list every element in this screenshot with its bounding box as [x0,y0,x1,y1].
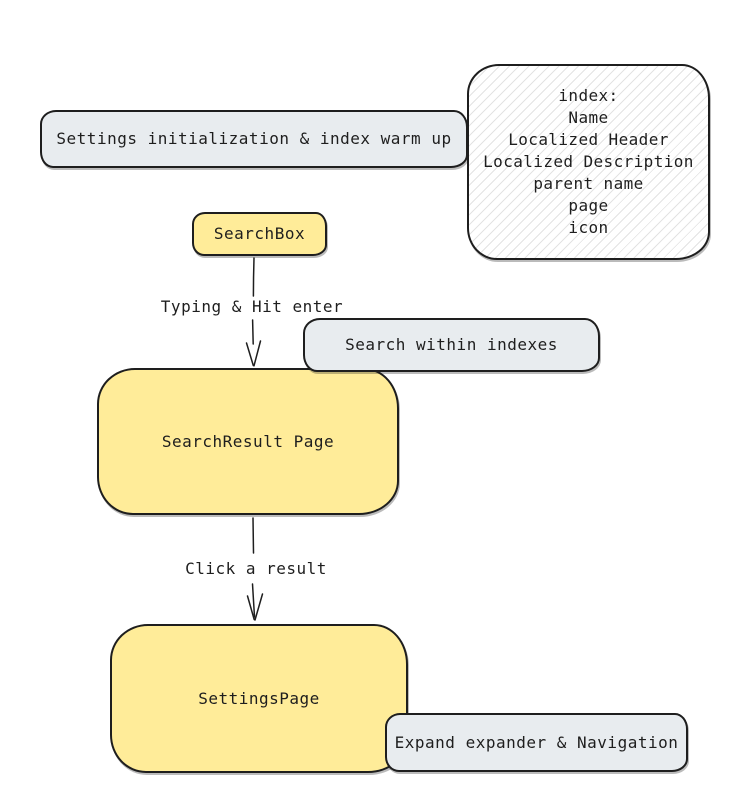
node-index-fields-note: index: Name Localized Header Localized D… [467,64,710,260]
index-field-line: icon [568,218,609,237]
node-searchresult-page-label: SearchResult Page [161,431,335,451]
node-searchresult-page: SearchResult Page [97,368,399,515]
node-settings-initialization: Settings initialization & index warm up [40,110,468,168]
index-field-line: Localized Header [508,130,669,149]
node-expand-expander-navigation-label: Expand expander & Navigation [394,732,679,752]
edge-label-typing-hit-enter: Typing & Hit enter [160,297,344,316]
node-searchbox: SearchBox [192,212,327,256]
node-settingspage-label: SettingsPage [198,688,320,708]
node-settings-initialization-label: Settings initialization & index warm up [56,129,452,148]
index-field-line: index: [558,86,619,105]
edge-label-click-a-result: Click a result [185,559,327,578]
index-field-line: page [568,196,609,215]
node-searchbox-label: SearchBox [213,224,306,243]
node-search-within-indexes: Search within indexes [303,318,600,372]
node-expand-expander-navigation: Expand expander & Navigation [385,713,688,772]
node-search-within-indexes-label: Search within indexes [345,335,558,354]
index-field-line: Name [568,108,609,127]
index-field-line: parent name [533,174,644,193]
index-field-line: Localized Description [483,152,694,171]
index-fields-list: index: Name Localized Header Localized D… [469,85,708,239]
node-settingspage: SettingsPage [110,624,408,773]
